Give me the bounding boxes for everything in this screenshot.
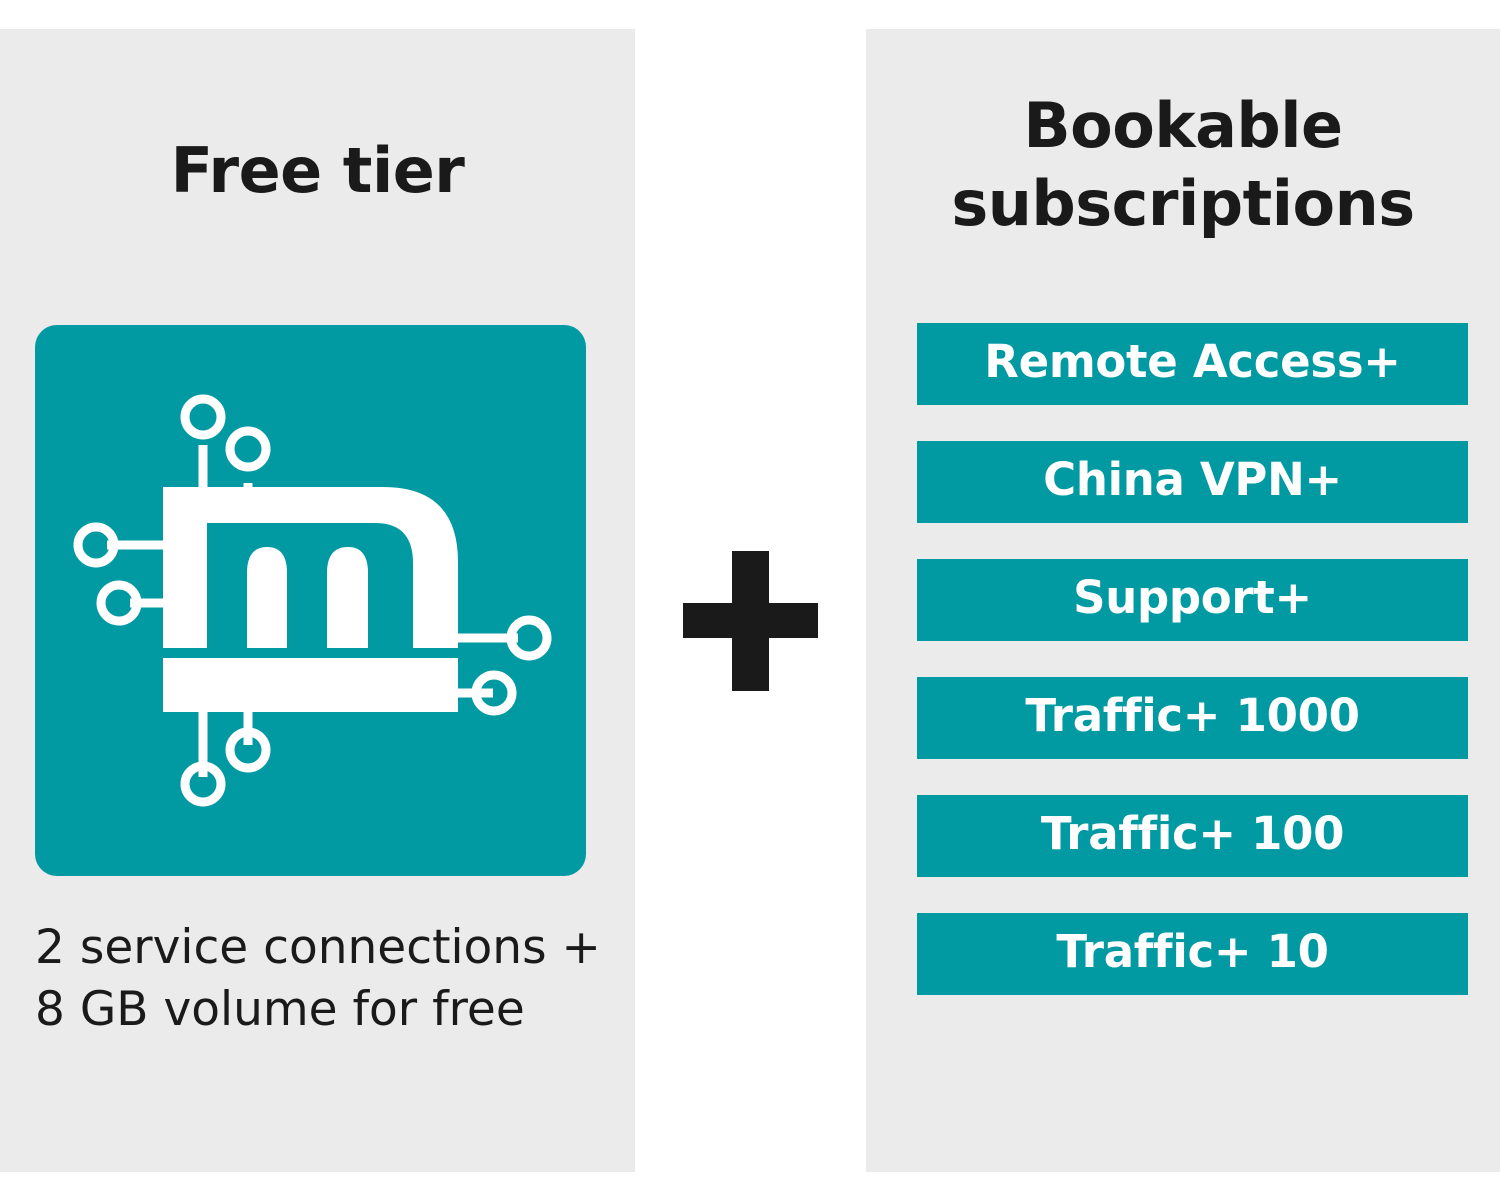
free-tier-title: Free tier (170, 134, 465, 207)
free-tier-panel: Free tier (0, 29, 635, 1172)
plus-icon (683, 551, 818, 691)
free-tier-description: 2 service connections + 8 GB volume for … (35, 920, 601, 1037)
subscription-support[interactable]: Support+ (917, 559, 1468, 641)
subscriptions-title: Bookable subscriptions (951, 89, 1415, 240)
logo-tile (35, 325, 586, 876)
subscription-traffic-1000[interactable]: Traffic+ 1000 (917, 677, 1468, 759)
subscriptions-panel: Bookable subscriptions Remote Access+ Ch… (866, 29, 1500, 1172)
subscription-remote-access[interactable]: Remote Access+ (917, 323, 1468, 405)
subscription-traffic-10[interactable]: Traffic+ 10 (917, 913, 1468, 995)
mdex-m-circuit-logo-icon (73, 394, 552, 807)
subscription-traffic-100[interactable]: Traffic+ 100 (917, 795, 1468, 877)
subscription-china-vpn[interactable]: China VPN+ (917, 441, 1468, 523)
subscription-list: Remote Access+ China VPN+ Support+ Traff… (917, 323, 1468, 1031)
